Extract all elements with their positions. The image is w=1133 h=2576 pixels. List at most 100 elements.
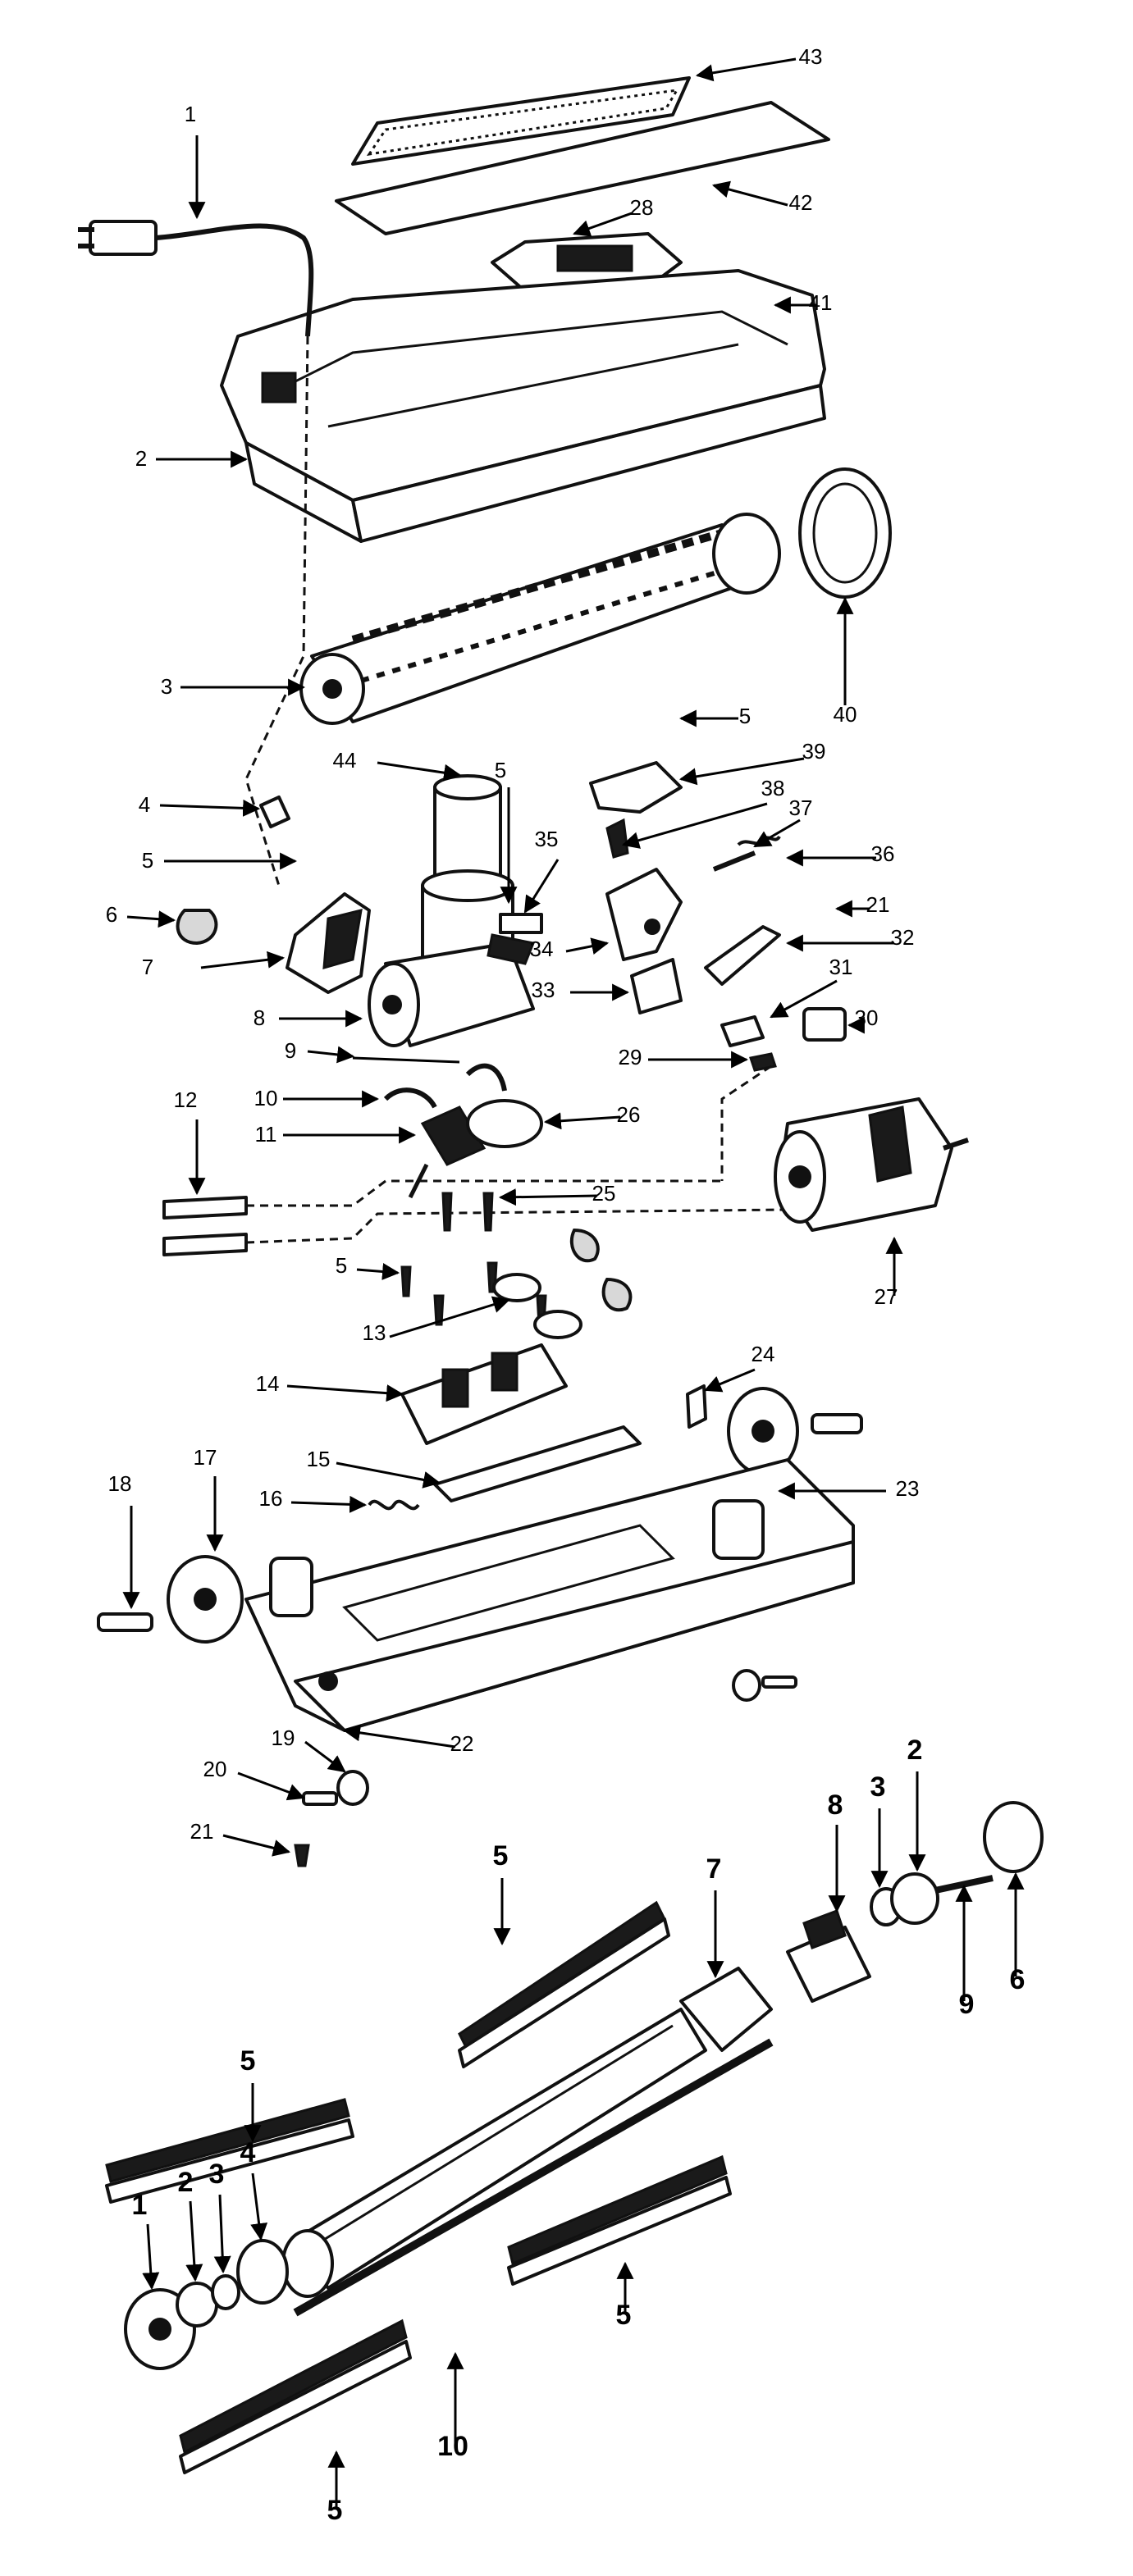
bumper-strip xyxy=(433,1425,642,1502)
upper-callout-33: 33 xyxy=(532,978,555,1002)
shaft-10 xyxy=(293,2038,774,2317)
axle-18 xyxy=(97,1612,153,1632)
base-plate xyxy=(244,1458,855,1732)
upper-leader-20 xyxy=(237,1771,305,1801)
upper-leader-28 xyxy=(573,212,633,237)
hood-housing xyxy=(220,269,826,543)
lower-callout-7: 7 xyxy=(706,1853,722,1885)
upper-callout-37: 37 xyxy=(789,796,813,820)
brush-strip-left xyxy=(105,2098,354,2204)
screw-5a xyxy=(400,1265,412,1297)
upper-callout-30: 30 xyxy=(855,1005,879,1030)
upper-leader-19 xyxy=(304,1740,346,1773)
upper-callout-5: 5 xyxy=(739,704,751,728)
lower-callout-5: 5 xyxy=(493,1840,509,1872)
brush-strip-top xyxy=(458,1900,670,2068)
upper-leader-34 xyxy=(565,937,610,955)
upper-callout-17: 17 xyxy=(194,1445,217,1470)
plate-35 xyxy=(499,913,543,934)
upper-callout-16: 16 xyxy=(259,1486,283,1511)
upper-callout-5: 5 xyxy=(495,758,506,782)
lower-leader-1 xyxy=(142,2223,160,2291)
switch-30 xyxy=(802,1007,847,1042)
upper-callout-24: 24 xyxy=(752,1342,775,1366)
bracket-33 xyxy=(630,958,683,1014)
upper-callout-41: 41 xyxy=(809,290,833,315)
upper-callout-39: 39 xyxy=(802,739,826,764)
lower-callout-1: 1 xyxy=(132,2190,148,2221)
brush-strip-bottom xyxy=(179,2318,412,2474)
upper-leader-21 xyxy=(222,1834,291,1857)
upper-callout-20: 20 xyxy=(203,1757,227,1781)
retaining-clip xyxy=(176,909,218,946)
upper-leader-14 xyxy=(286,1384,404,1402)
upper-callout-40: 40 xyxy=(834,702,857,727)
upper-leader-25 xyxy=(498,1188,598,1206)
upper-callout-42: 42 xyxy=(789,190,813,215)
clip-pair-b xyxy=(601,1277,633,1312)
upper-callout-34: 34 xyxy=(530,937,554,961)
rear-wheel-right xyxy=(727,1387,863,1475)
upper-callout-10: 10 xyxy=(254,1086,278,1110)
upper-callout-25: 25 xyxy=(592,1181,616,1206)
lower-callout-4: 4 xyxy=(240,2137,256,2168)
pin-small-right xyxy=(761,1676,797,1689)
wheel-19 xyxy=(336,1770,369,1806)
upper-callout-27: 27 xyxy=(875,1284,898,1309)
upper-callout-15: 15 xyxy=(307,1447,331,1471)
clip-pair-a xyxy=(569,1228,600,1263)
motor-assembly xyxy=(368,774,536,1047)
clip-10b xyxy=(465,1063,507,1092)
switch-31 xyxy=(720,1015,765,1047)
spring-16 xyxy=(368,1499,420,1511)
pin-20 xyxy=(302,1791,338,1806)
lower-callout-6: 6 xyxy=(1010,1964,1026,1995)
lower-callout-5: 5 xyxy=(240,2045,256,2077)
upper-leader-35 xyxy=(523,859,560,914)
spring-9 xyxy=(352,1056,460,1064)
upper-callout-36: 36 xyxy=(871,841,895,866)
upper-leader-37 xyxy=(753,818,801,848)
upper-callout-14: 14 xyxy=(256,1371,280,1396)
clip-10 xyxy=(383,1087,437,1109)
upper-callout-9: 9 xyxy=(285,1038,296,1063)
upper-callout-35: 35 xyxy=(535,827,559,851)
upper-leader-16 xyxy=(290,1495,368,1513)
shaft-9 xyxy=(934,1875,994,1894)
brush-strip-right xyxy=(507,2154,732,2286)
lamp-socket xyxy=(408,1099,543,1199)
upper-leader-22 xyxy=(342,1724,456,1748)
lower-callout-8: 8 xyxy=(828,1790,843,1821)
upper-leader-39 xyxy=(678,757,805,786)
upper-leader-26 xyxy=(543,1112,621,1130)
upper-leader-6 xyxy=(126,910,176,928)
lower-callout-10: 10 xyxy=(437,2431,468,2462)
switch-plate xyxy=(400,1343,568,1445)
upper-callout-18: 18 xyxy=(108,1471,132,1496)
upper-callout-11: 11 xyxy=(255,1122,277,1147)
upper-leader-9 xyxy=(307,1046,355,1064)
lower-leader-2 xyxy=(185,2200,203,2282)
front-wheel xyxy=(167,1555,244,1644)
pedal xyxy=(589,761,683,814)
connector-29 xyxy=(749,1052,777,1072)
switch-wire xyxy=(720,1065,772,1181)
lower-callout-9: 9 xyxy=(959,1989,975,2020)
rod-37 xyxy=(712,850,756,872)
end-cap-1-hub xyxy=(148,2318,171,2341)
upper-callout-5: 5 xyxy=(336,1253,347,1278)
upper-leader-13 xyxy=(389,1296,511,1338)
upper-callout-28: 28 xyxy=(630,195,654,220)
wheel-small-right xyxy=(732,1669,761,1702)
upper-callout-38: 38 xyxy=(761,776,785,800)
upper-leader-43 xyxy=(695,57,797,82)
upper-leader-42 xyxy=(711,180,788,207)
drive-belt-inner xyxy=(812,482,878,584)
upper-leader-38 xyxy=(621,802,768,849)
upper-callout-2: 2 xyxy=(135,446,147,471)
main-motor xyxy=(774,1097,969,1232)
upper-callout-21: 21 xyxy=(866,892,890,917)
filter-panel xyxy=(335,101,830,235)
upper-callout-22: 22 xyxy=(450,1731,474,1756)
